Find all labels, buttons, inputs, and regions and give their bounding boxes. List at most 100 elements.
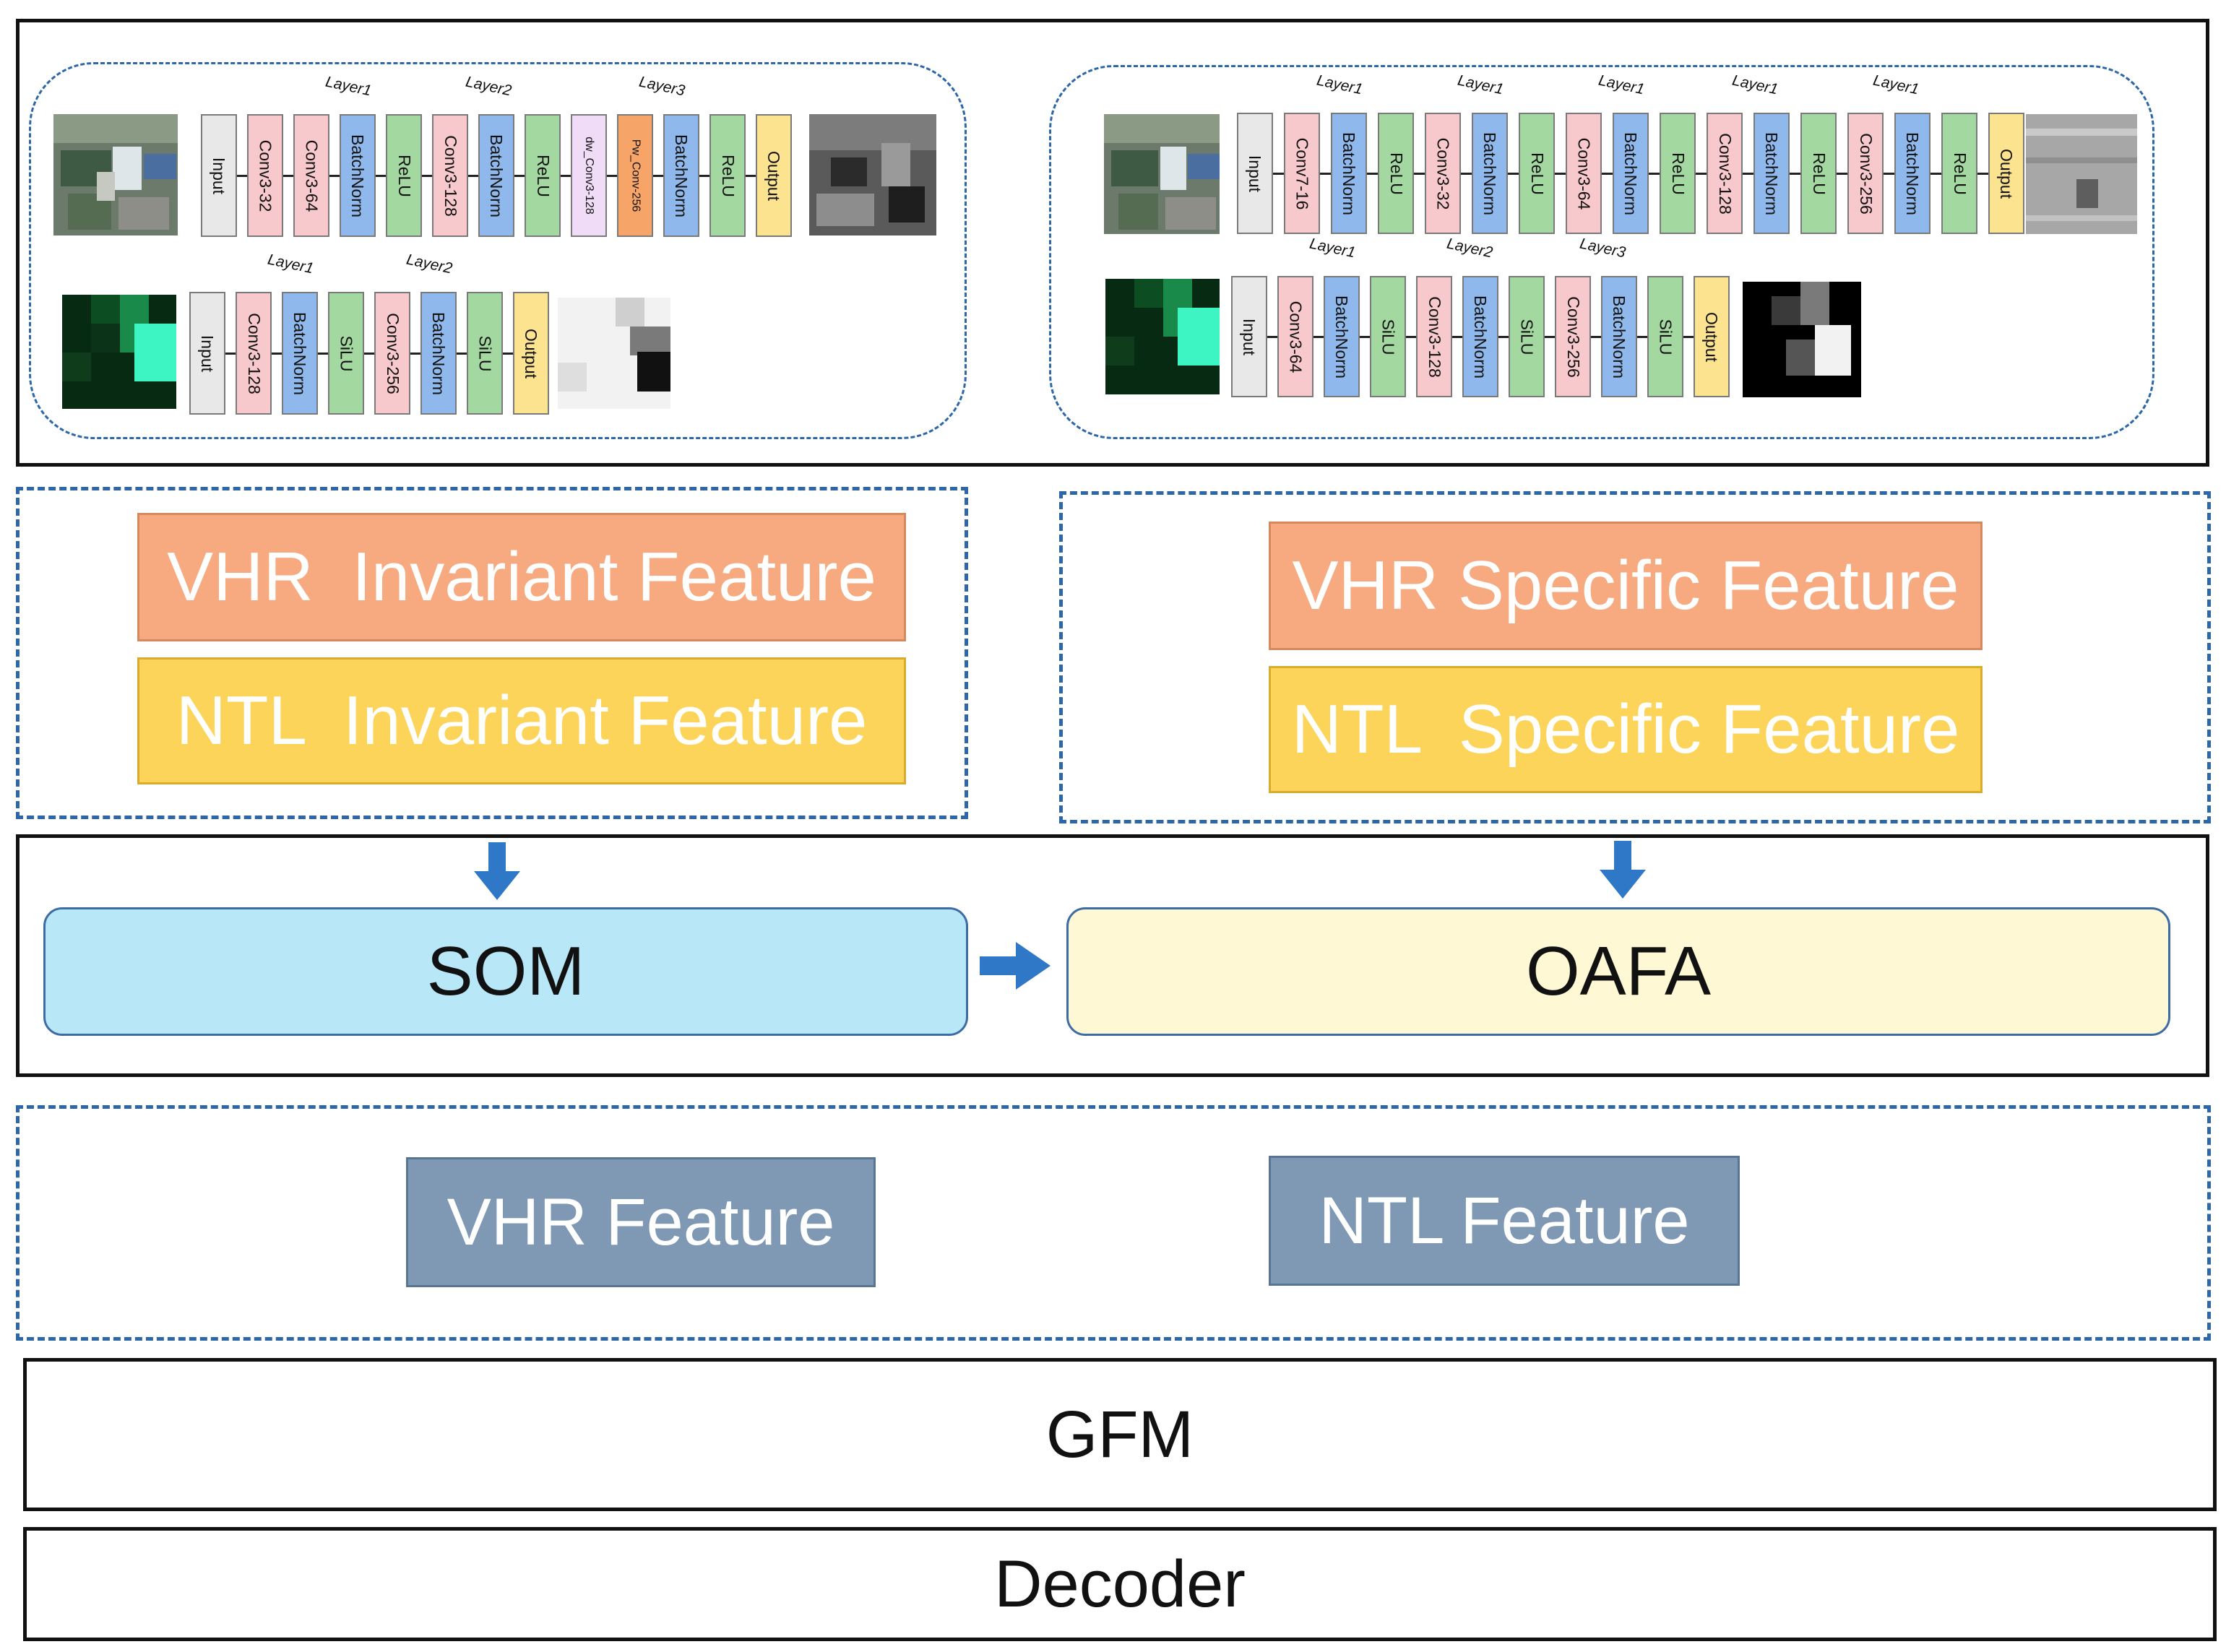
vhr-specific-block-conv3-128: Conv3-128 bbox=[1707, 113, 1743, 234]
block-connector bbox=[1414, 173, 1425, 175]
block-connector bbox=[329, 175, 340, 177]
specific-feature-group bbox=[1059, 491, 2211, 823]
ntl-specific-block-output: Output bbox=[1694, 276, 1730, 397]
vhr-specific-output-image bbox=[2026, 114, 2137, 234]
ntl-specific-block-batchnorm: BatchNorm bbox=[1324, 276, 1360, 397]
block-label: SiLU bbox=[337, 335, 356, 371]
block-label: Conv3-128 bbox=[244, 312, 264, 394]
block-connector bbox=[1790, 173, 1800, 175]
ntl-specific-block-batchnorm: BatchNorm bbox=[1462, 276, 1498, 397]
vhr-invariant-block-output: Output bbox=[756, 114, 792, 237]
block-label: BatchNorm bbox=[1340, 131, 1359, 215]
vhr-specific-block-batchnorm: BatchNorm bbox=[1753, 113, 1790, 234]
block-label: Output bbox=[1702, 311, 1722, 362]
block-connector bbox=[1683, 336, 1694, 338]
block-connector bbox=[318, 353, 328, 355]
block-label: BatchNorm bbox=[1332, 295, 1352, 379]
block-connector bbox=[514, 175, 525, 177]
arrow-right-icon bbox=[980, 942, 1051, 990]
ntl-feature: NTL Feature bbox=[1269, 1156, 1740, 1286]
block-connector bbox=[1591, 336, 1601, 338]
vhr-specific-feature: VHR Specific Feature bbox=[1269, 522, 1983, 650]
block-label: Conv3-128 bbox=[1425, 295, 1444, 378]
block-connector bbox=[457, 353, 467, 355]
fusion-panel bbox=[16, 834, 2209, 1077]
vhr-invariant-block-batchnorm: BatchNorm bbox=[340, 114, 376, 237]
vhr-specific-block-batchnorm: BatchNorm bbox=[1613, 113, 1649, 234]
block-label: Conv3-256 bbox=[1856, 132, 1876, 215]
decoder-block: Decoder bbox=[23, 1527, 2217, 1641]
ntl-invariant-output-image bbox=[558, 298, 670, 409]
ntl-invariant-feature: NTL Invariant Feature bbox=[137, 657, 906, 784]
block-connector bbox=[561, 175, 571, 177]
block-connector bbox=[376, 175, 386, 177]
block-connector bbox=[1313, 336, 1324, 338]
arrow-down-left-icon bbox=[474, 842, 520, 900]
ntl-specific-output-image bbox=[1743, 282, 1861, 397]
vhr-specific-block-relu: ReLU bbox=[1941, 113, 1977, 234]
block-connector bbox=[1931, 173, 1941, 175]
block-label: Conv3-256 bbox=[1563, 295, 1583, 378]
oafa-module: OAFA bbox=[1066, 907, 2170, 1036]
block-label: Conv3-64 bbox=[1286, 300, 1306, 373]
block-connector bbox=[1637, 336, 1647, 338]
ntl-specific-feature: NTL Specific Feature bbox=[1269, 666, 1983, 793]
block-label: BatchNorm bbox=[487, 134, 506, 217]
block-connector bbox=[1406, 336, 1416, 338]
block-label: BatchNorm bbox=[1762, 131, 1782, 215]
block-label: BatchNorm bbox=[1903, 131, 1923, 215]
block-connector bbox=[607, 175, 617, 177]
ntl-invariant-block-conv3-128: Conv3-128 bbox=[236, 292, 272, 415]
vhr-specific-block-relu: ReLU bbox=[1378, 113, 1414, 234]
som-module: SOM bbox=[43, 907, 968, 1036]
vhr-invariant-block-relu: ReLU bbox=[386, 114, 422, 237]
block-label: SiLU bbox=[475, 335, 495, 371]
vhr-specific-block-relu: ReLU bbox=[1800, 113, 1837, 234]
vhr-invariant-block-dw-conv3-128: dw_Conv3-128 bbox=[571, 114, 607, 237]
block-connector bbox=[468, 175, 478, 177]
vhr-specific-block-batchnorm: BatchNorm bbox=[1472, 113, 1508, 234]
ntl-specific-block-input: Input bbox=[1231, 276, 1267, 397]
vhr-invariant-block-pw-conv-256: Pw_Conv-256 bbox=[617, 114, 653, 237]
ntl-invariant-block-input: Input bbox=[189, 292, 225, 415]
ntl-specific-block-conv3-64: Conv3-64 bbox=[1277, 276, 1313, 397]
block-connector bbox=[283, 175, 293, 177]
block-label: dw_Conv3-128 bbox=[583, 137, 595, 215]
block-label: SiLU bbox=[1379, 319, 1398, 355]
block-connector bbox=[1452, 336, 1462, 338]
block-connector bbox=[653, 175, 663, 177]
block-label: BatchNorm bbox=[1621, 131, 1641, 215]
vhr-specific-block-batchnorm: BatchNorm bbox=[1894, 113, 1931, 234]
block-label: BatchNorm bbox=[1480, 131, 1500, 215]
ntl-input-image bbox=[62, 295, 176, 409]
block-label: Conv3-32 bbox=[1433, 137, 1453, 209]
block-label: Conv3-32 bbox=[256, 139, 275, 212]
block-connector bbox=[225, 353, 236, 355]
block-label: Conv7-16 bbox=[1293, 137, 1312, 209]
ntl-specific-input-image bbox=[1105, 279, 1220, 394]
block-label: ReLU bbox=[1668, 152, 1688, 195]
block-label: Input bbox=[1240, 318, 1259, 355]
block-connector bbox=[1367, 173, 1378, 175]
block-label: BatchNorm bbox=[1471, 295, 1491, 379]
block-label: Conv3-64 bbox=[302, 139, 322, 212]
block-label: Conv3-128 bbox=[441, 134, 460, 217]
block-connector bbox=[1696, 173, 1707, 175]
vhr-invariant-block-relu: ReLU bbox=[525, 114, 561, 237]
ntl-specific-block-silu: SiLU bbox=[1370, 276, 1406, 397]
block-connector bbox=[1498, 336, 1509, 338]
block-label: ReLU bbox=[1950, 152, 1970, 195]
block-label: BatchNorm bbox=[1610, 295, 1629, 379]
vhr-input-image bbox=[53, 114, 178, 235]
block-label: Input bbox=[210, 157, 229, 194]
block-label: Input bbox=[1246, 155, 1265, 192]
ntl-invariant-block-batchnorm: BatchNorm bbox=[420, 292, 457, 415]
block-label: ReLU bbox=[1527, 152, 1547, 195]
vhr-invariant-block-conv3-128: Conv3-128 bbox=[432, 114, 468, 237]
vhr-invariant-block-relu: ReLU bbox=[709, 114, 746, 237]
block-connector bbox=[237, 175, 247, 177]
block-connector bbox=[1884, 173, 1894, 175]
invariant-feature-group bbox=[16, 487, 968, 819]
ntl-specific-block-silu: SiLU bbox=[1647, 276, 1683, 397]
ntl-invariant-block-batchnorm: BatchNorm bbox=[282, 292, 318, 415]
